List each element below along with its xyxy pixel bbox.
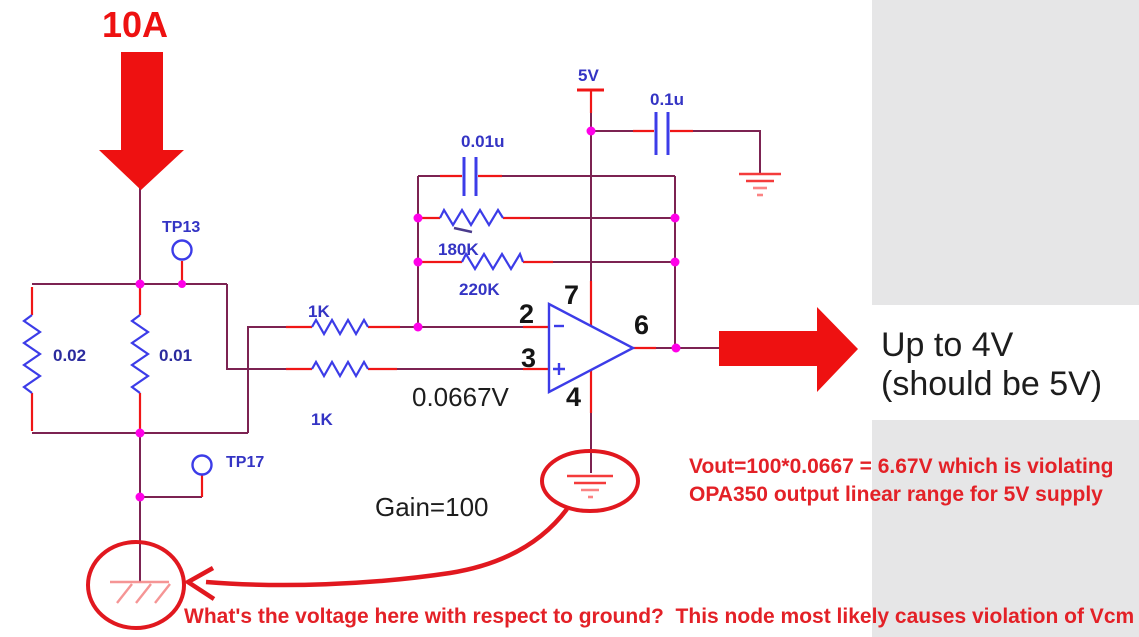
opamp-ground-highlight-ellipse	[540, 449, 640, 513]
resistor-1k-bottom-symbol	[311, 359, 369, 379]
output-arrow-icon	[719, 307, 858, 392]
opamp-pin4-label: 4	[566, 382, 582, 412]
opamp-plus-sign	[553, 363, 565, 375]
tp17-label: TP17	[226, 454, 265, 471]
vout-note-line2: OPA350 output linear range for 5V supply	[689, 483, 1103, 506]
testpoint-tp17-circle	[191, 454, 213, 476]
resistor-220k-symbol	[461, 251, 525, 272]
feedback-capacitor-label: 0.01u	[461, 132, 505, 151]
vout-note-line1: Vout=100*0.0667 = 6.67V which is violati…	[689, 455, 1114, 478]
background-panel-top	[872, 0, 1139, 305]
resistor-0p02-symbol	[22, 314, 42, 394]
input-resistor-1k-top-label: 1K	[308, 302, 330, 321]
feedback-resistor-180k-label: 180K	[438, 240, 479, 259]
supply-5v-label: 5V	[578, 66, 599, 85]
180k-strike-mark	[453, 226, 473, 234]
output-annotation-line2: (should be 5V)	[881, 365, 1103, 403]
chassis-ground-highlight-ellipse	[86, 540, 186, 630]
input-voltage-label: 0.0667V	[412, 382, 509, 412]
background-panel-bottom	[872, 420, 1139, 637]
resistor-0p01-symbol	[130, 314, 150, 394]
gain-label: Gain=100	[375, 492, 489, 522]
opamp-pin2-label: 2	[519, 299, 535, 329]
component-leads	[30, 91, 693, 497]
capacitor-0p01u-symbol	[462, 157, 478, 196]
current-source-label: 10A	[102, 4, 169, 45]
wires	[32, 113, 761, 582]
annotation-arrow-icon	[183, 507, 569, 601]
opamp-ground-icon	[567, 474, 613, 499]
resistor-symbols	[22, 207, 525, 394]
bottom-question-note: What's the voltage here with respect to …	[184, 605, 1135, 628]
opamp-pin6-label: 6	[634, 310, 650, 340]
shunt-resistor-0p01-label: 0.01	[159, 346, 193, 365]
resistor-1k-top-symbol	[311, 317, 369, 337]
input-resistor-1k-bottom-label: 1K	[311, 410, 333, 429]
current-input-arrow-icon	[99, 52, 184, 190]
bypass-capacitor-label: 0.1u	[650, 90, 685, 109]
shunt-resistor-0p02-label: 0.02	[53, 346, 87, 365]
capacitor-0p1u-symbol	[654, 112, 670, 155]
resistor-180k-symbol	[439, 207, 504, 228]
chassis-ground-icon	[110, 580, 171, 604]
bypass-ground-icon	[739, 172, 781, 197]
junction-dots	[135, 126, 681, 502]
output-annotation-line1: Up to 4V	[881, 326, 1014, 364]
capacitor-symbols	[462, 112, 670, 196]
opamp-symbol	[547, 302, 636, 394]
opamp-pin7-label: 7	[564, 280, 580, 310]
opamp-pin3-label: 3	[521, 343, 537, 373]
feedback-resistor-220k-label: 220K	[459, 280, 500, 299]
tp13-label: TP13	[162, 219, 201, 236]
testpoint-tp13-circle	[171, 239, 193, 261]
